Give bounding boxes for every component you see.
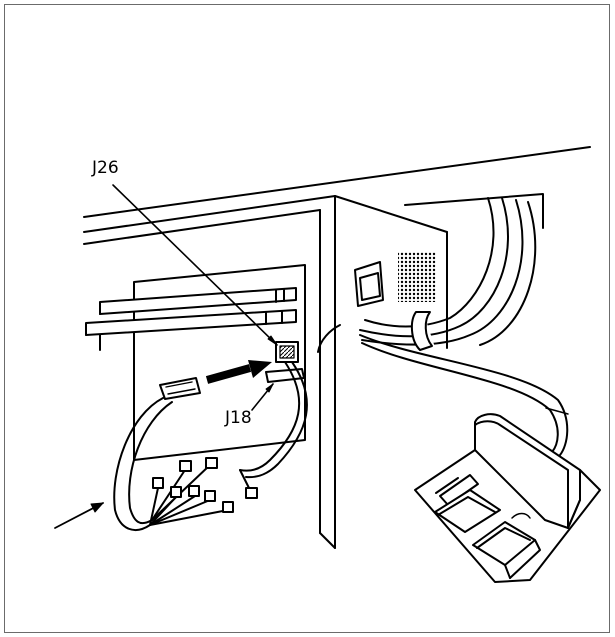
j18-leader (251, 383, 274, 411)
expansion-slots (85, 287, 297, 351)
fanout-connectors (149, 457, 258, 526)
rear-panel (133, 264, 306, 461)
j18-label: J18 (225, 408, 252, 428)
j26-connector (275, 341, 299, 363)
pedal-cable (317, 324, 569, 456)
cable-bundle (359, 197, 537, 351)
wire-harness-cable (113, 397, 173, 531)
j26-leader (112, 184, 278, 346)
cable-bracket (354, 252, 436, 307)
foot-pedal (414, 413, 601, 583)
insert-arrow-icon (205, 360, 272, 384)
harness-pointer-arrow-icon (54, 502, 104, 529)
table-top (83, 146, 591, 245)
j26-label: J26 (92, 158, 119, 178)
computer-cabinet (319, 193, 544, 549)
cable-to-j26 (239, 361, 308, 479)
cable-plug (159, 377, 201, 400)
